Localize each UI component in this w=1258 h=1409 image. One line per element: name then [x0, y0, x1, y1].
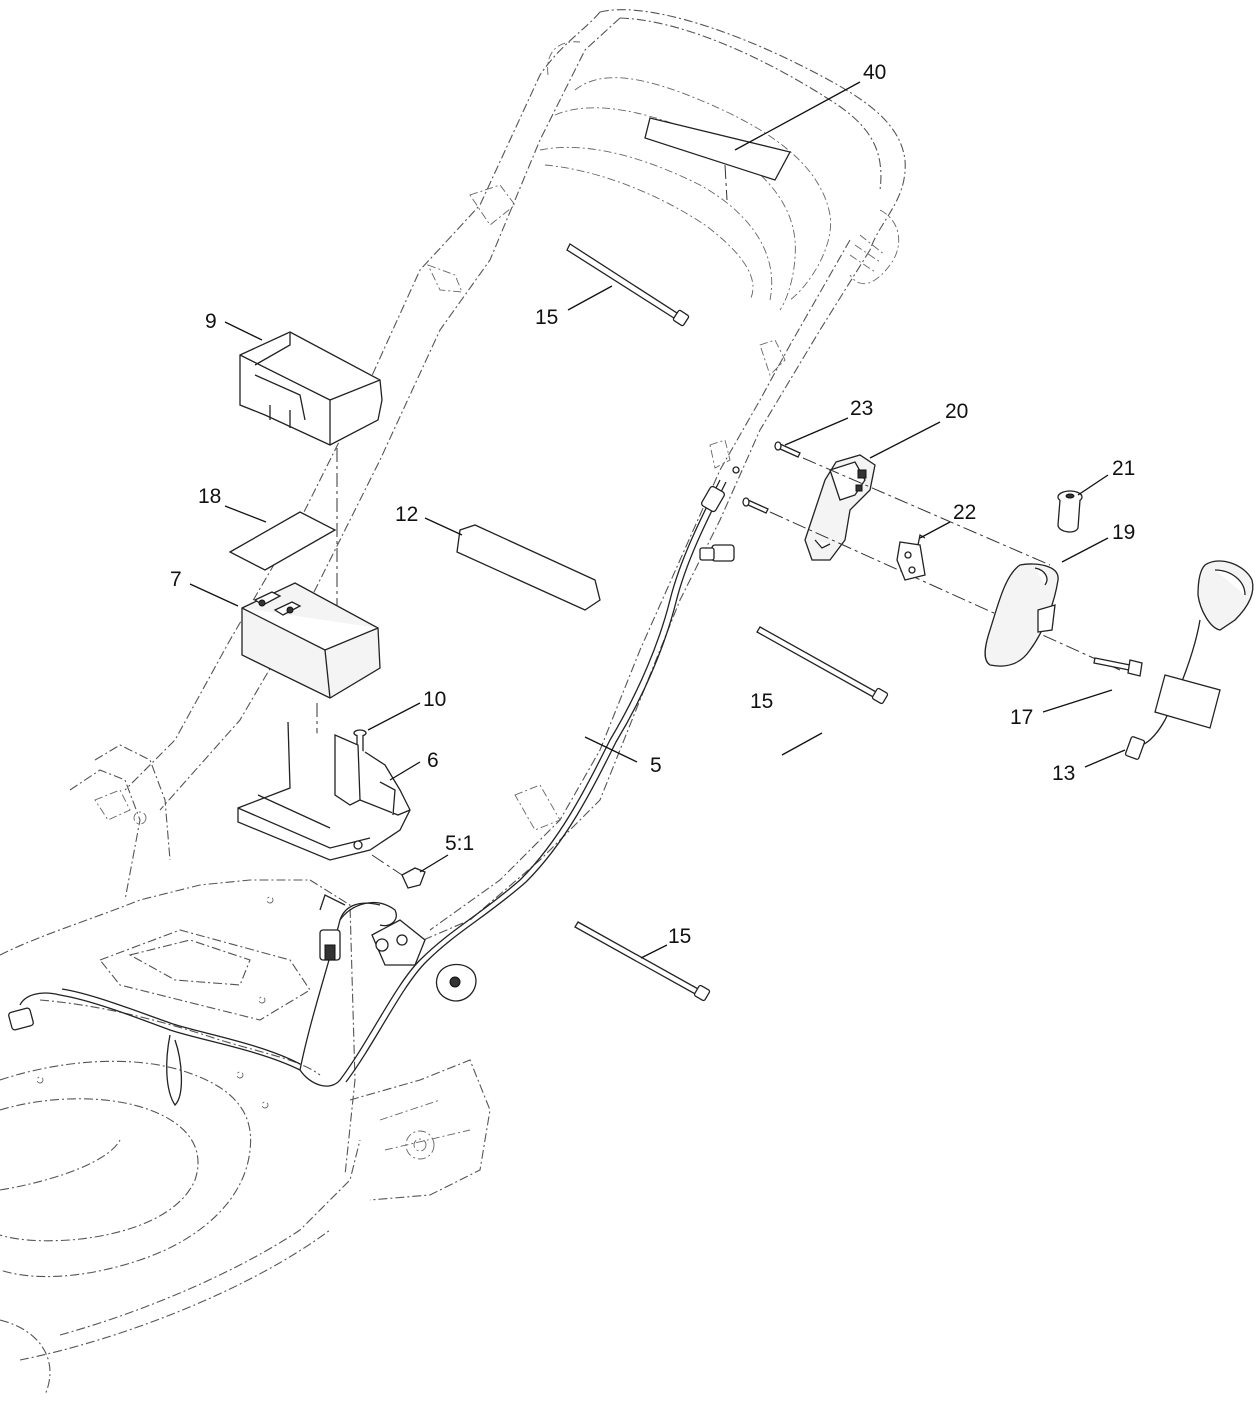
cable-tie-low	[574, 921, 711, 1002]
battery-tray-part-6	[237, 721, 411, 861]
bolt-part-17	[1093, 657, 1143, 677]
cable-tie-mid	[756, 626, 889, 705]
callout-13: 13	[1052, 762, 1075, 785]
leader-lines	[189, 81, 1126, 959]
callout-19: 19	[1112, 521, 1135, 544]
screws-part-23	[732, 441, 1121, 671]
callout-labels: 40 15 9 23 20 21 18 12 22 19 7 15 17 10 …	[170, 61, 1135, 948]
callout-7: 7	[170, 568, 182, 591]
charger-part-13	[1124, 560, 1254, 760]
callout-23: 23	[850, 397, 873, 420]
callout-5-1: 5:1	[445, 832, 474, 855]
callout-9: 9	[205, 310, 217, 333]
callout-5: 5	[650, 754, 662, 777]
microswitch-part-22	[896, 533, 926, 581]
callout-40: 40	[863, 61, 886, 84]
mower-deck-phantom	[0, 744, 491, 1396]
wire-harness	[8, 479, 735, 1107]
decal-part-12	[456, 524, 601, 611]
grip-cover-part-19	[984, 563, 1059, 667]
cable-tie-top	[566, 243, 690, 327]
battery-part-7	[241, 582, 381, 840]
switch-housing-part-20	[804, 454, 876, 561]
callout-15-mid: 15	[750, 690, 773, 713]
callout-18: 18	[198, 485, 221, 508]
battery-cover-part-9	[239, 331, 383, 640]
handle-frame-phantom	[124, 9, 906, 951]
callout-10: 10	[423, 688, 446, 711]
callout-20: 20	[945, 400, 968, 423]
callout-15-top: 15	[535, 306, 558, 329]
callout-17: 17	[1010, 706, 1033, 729]
decal-part-40	[644, 117, 791, 201]
callout-21: 21	[1112, 457, 1135, 480]
battery-label-part-18	[228, 511, 337, 571]
connector-part-5-1	[371, 854, 426, 889]
callout-6: 6	[427, 749, 439, 772]
callout-15-low: 15	[668, 925, 691, 948]
callout-12: 12	[395, 503, 418, 526]
plug-part-21	[1057, 490, 1083, 533]
callout-22: 22	[953, 501, 976, 524]
